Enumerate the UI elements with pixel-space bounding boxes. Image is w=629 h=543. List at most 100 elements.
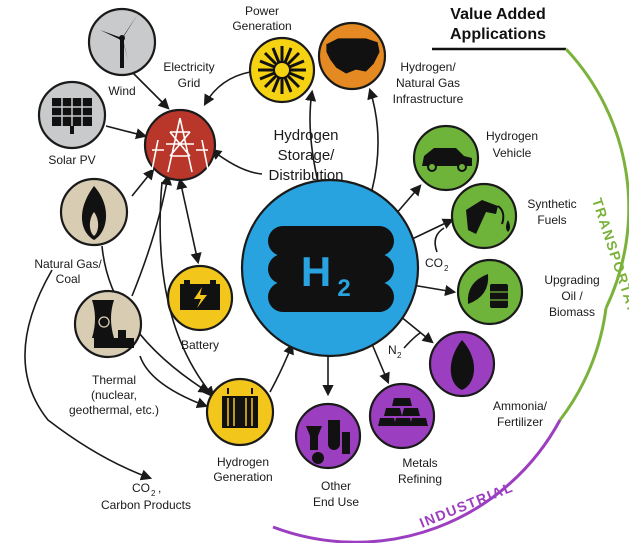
h2-subscript: 2 <box>337 275 350 302</box>
leaf-barrel-icon <box>467 274 508 308</box>
co2-fuels-label: CO <box>425 256 443 270</box>
ammonia-label-line2: Fertilizer <box>497 415 543 429</box>
vehicle-label-line1: Hydrogen <box>486 129 538 143</box>
wind-label: Wind <box>108 84 135 98</box>
battery-icon <box>180 280 220 310</box>
natgas-node[interactable]: Natural Gas/ Coal <box>34 177 129 286</box>
industrial-arc <box>272 419 562 543</box>
arrow-center-vehicle <box>394 184 422 216</box>
arrow-wind-grid <box>131 71 170 110</box>
solar-label: Solar PV <box>48 153 95 167</box>
arrow-solar-grid <box>105 125 148 140</box>
electrolyzer-icon <box>222 388 258 428</box>
grid-label-line2: Grid <box>178 76 201 90</box>
vehicle-node[interactable]: Hydrogen Vehicle <box>412 124 538 192</box>
thermal-label-line1: Thermal <box>92 373 136 387</box>
header-title-line1: Value Added <box>450 6 545 23</box>
co2-products-node: CO 2 , Carbon Products <box>101 481 191 512</box>
co2-fuels-subscript: 2 <box>444 264 449 273</box>
hydrogen-storage-node[interactable]: Hydrogen Storage/ Distribution H 2 <box>240 127 420 358</box>
enduse-node[interactable]: Other End Use <box>294 402 362 509</box>
storage-tank-icon <box>268 226 394 312</box>
h2gen-node[interactable]: Hydrogen Generation <box>205 377 275 484</box>
industrial-label: INDUSTRIAL <box>417 479 516 531</box>
natgas-label-line2: Coal <box>56 272 81 286</box>
infra-label-line1: Hydrogen/ <box>400 60 456 74</box>
solar-panel-icon <box>52 98 92 134</box>
arrow-gas-co2 <box>24 269 153 481</box>
thermal-label-line3: geothermal, etc.) <box>69 403 159 417</box>
usa-map-icon <box>325 37 381 75</box>
arrow-thermal-grid <box>131 173 172 297</box>
center-title-line1: Hydrogen <box>273 127 338 144</box>
header-title-line2: Applications <box>450 26 546 43</box>
h2-symbol: H <box>301 248 331 295</box>
oil-label-line2: Oil / <box>561 289 583 303</box>
power-node[interactable]: Power Generation <box>232 4 316 104</box>
arrow-center-oil <box>411 284 457 297</box>
flame-icon <box>450 340 475 390</box>
arrow-center-ammonia <box>399 315 434 344</box>
oil-node[interactable]: Upgrading Oil / Biomass <box>456 258 600 326</box>
infra-label-line3: Infrastructure <box>393 92 464 106</box>
infra-label-line2: Natural Gas <box>396 76 460 90</box>
arrow-center-power <box>305 89 319 183</box>
transportation-label: TRANSPORTATION <box>589 196 629 343</box>
ammonia-label-line1: Ammonia/ <box>493 399 548 413</box>
arrow-center-metals <box>371 343 390 385</box>
grid-label-line1: Electricity <box>163 60 214 74</box>
power-plant-icon <box>92 300 134 348</box>
co2-products-subscript: 2 <box>151 489 156 498</box>
co2-fuels-line <box>434 227 445 253</box>
wind-turbine-icon <box>100 14 138 68</box>
arrow-h2gen-center <box>269 342 294 393</box>
metal-bars-icon <box>378 398 428 426</box>
oil-label-line3: Biomass <box>549 305 595 319</box>
transportation-arc <box>564 47 629 309</box>
fuels-node[interactable]: Synthetic Fuels <box>450 182 577 250</box>
oil-label-line1: Upgrading <box>544 273 599 287</box>
battery-node[interactable]: Battery <box>166 264 234 352</box>
fuels-label-line2: Fuels <box>537 213 566 227</box>
battery-label: Battery <box>181 338 219 352</box>
co2-products-comma: , <box>158 481 161 495</box>
arrow-grid-battery <box>176 177 202 265</box>
n2-ammonia-label: N <box>388 343 397 357</box>
transportation-arc-lower <box>558 307 608 421</box>
metals-label-line2: Refining <box>398 472 442 486</box>
vehicle-label-line2: Vehicle <box>493 146 532 160</box>
lab-flask-icon <box>306 420 350 464</box>
thermal-node[interactable]: Thermal (nuclear, geothermal, etc.) <box>69 289 159 417</box>
power-label-line1: Power <box>245 4 279 18</box>
n2-ammonia-subscript: 2 <box>397 351 402 360</box>
thermal-label-line2: (nuclear, <box>91 388 137 402</box>
infra-node[interactable]: Hydrogen/ Natural Gas Infrastructure <box>317 21 464 106</box>
grid-node[interactable]: Electricity Grid <box>143 60 217 182</box>
connectors <box>24 71 457 481</box>
arrow-power-grid <box>203 71 251 106</box>
power-tower-icon <box>151 117 209 173</box>
wind-node[interactable]: Wind <box>87 7 157 98</box>
h2gen-label-line1: Hydrogen <box>217 455 269 469</box>
arrow-thermal-h2gen <box>139 355 209 409</box>
enduse-label-line1: Other <box>321 479 351 493</box>
n2-ammonia-line <box>403 332 421 349</box>
center-title-line2: Storage/ <box>278 147 336 164</box>
value-added-header: Value Added Applications <box>432 6 566 51</box>
natgas-label-line1: Natural Gas/ <box>34 257 102 271</box>
metals-node[interactable]: Metals Refining <box>368 382 442 486</box>
co2-products-label-line1: CO <box>132 481 150 495</box>
fuels-label-line1: Synthetic <box>527 197 576 211</box>
solar-node[interactable]: Solar PV <box>37 80 107 167</box>
arrow-center-infra <box>367 87 379 191</box>
enduse-label-line2: End Use <box>313 495 359 509</box>
arrow-center-grid <box>210 148 263 175</box>
fuel-pump-icon <box>466 200 510 234</box>
ammonia-node[interactable]: Ammonia/ Fertilizer <box>428 330 548 429</box>
car-icon <box>422 148 472 172</box>
arrow-center-fuels <box>409 218 455 241</box>
power-label-line2: Generation <box>232 19 291 33</box>
h2gen-label-line2: Generation <box>213 470 272 484</box>
co2-products-label-line2: Carbon Products <box>101 498 191 512</box>
